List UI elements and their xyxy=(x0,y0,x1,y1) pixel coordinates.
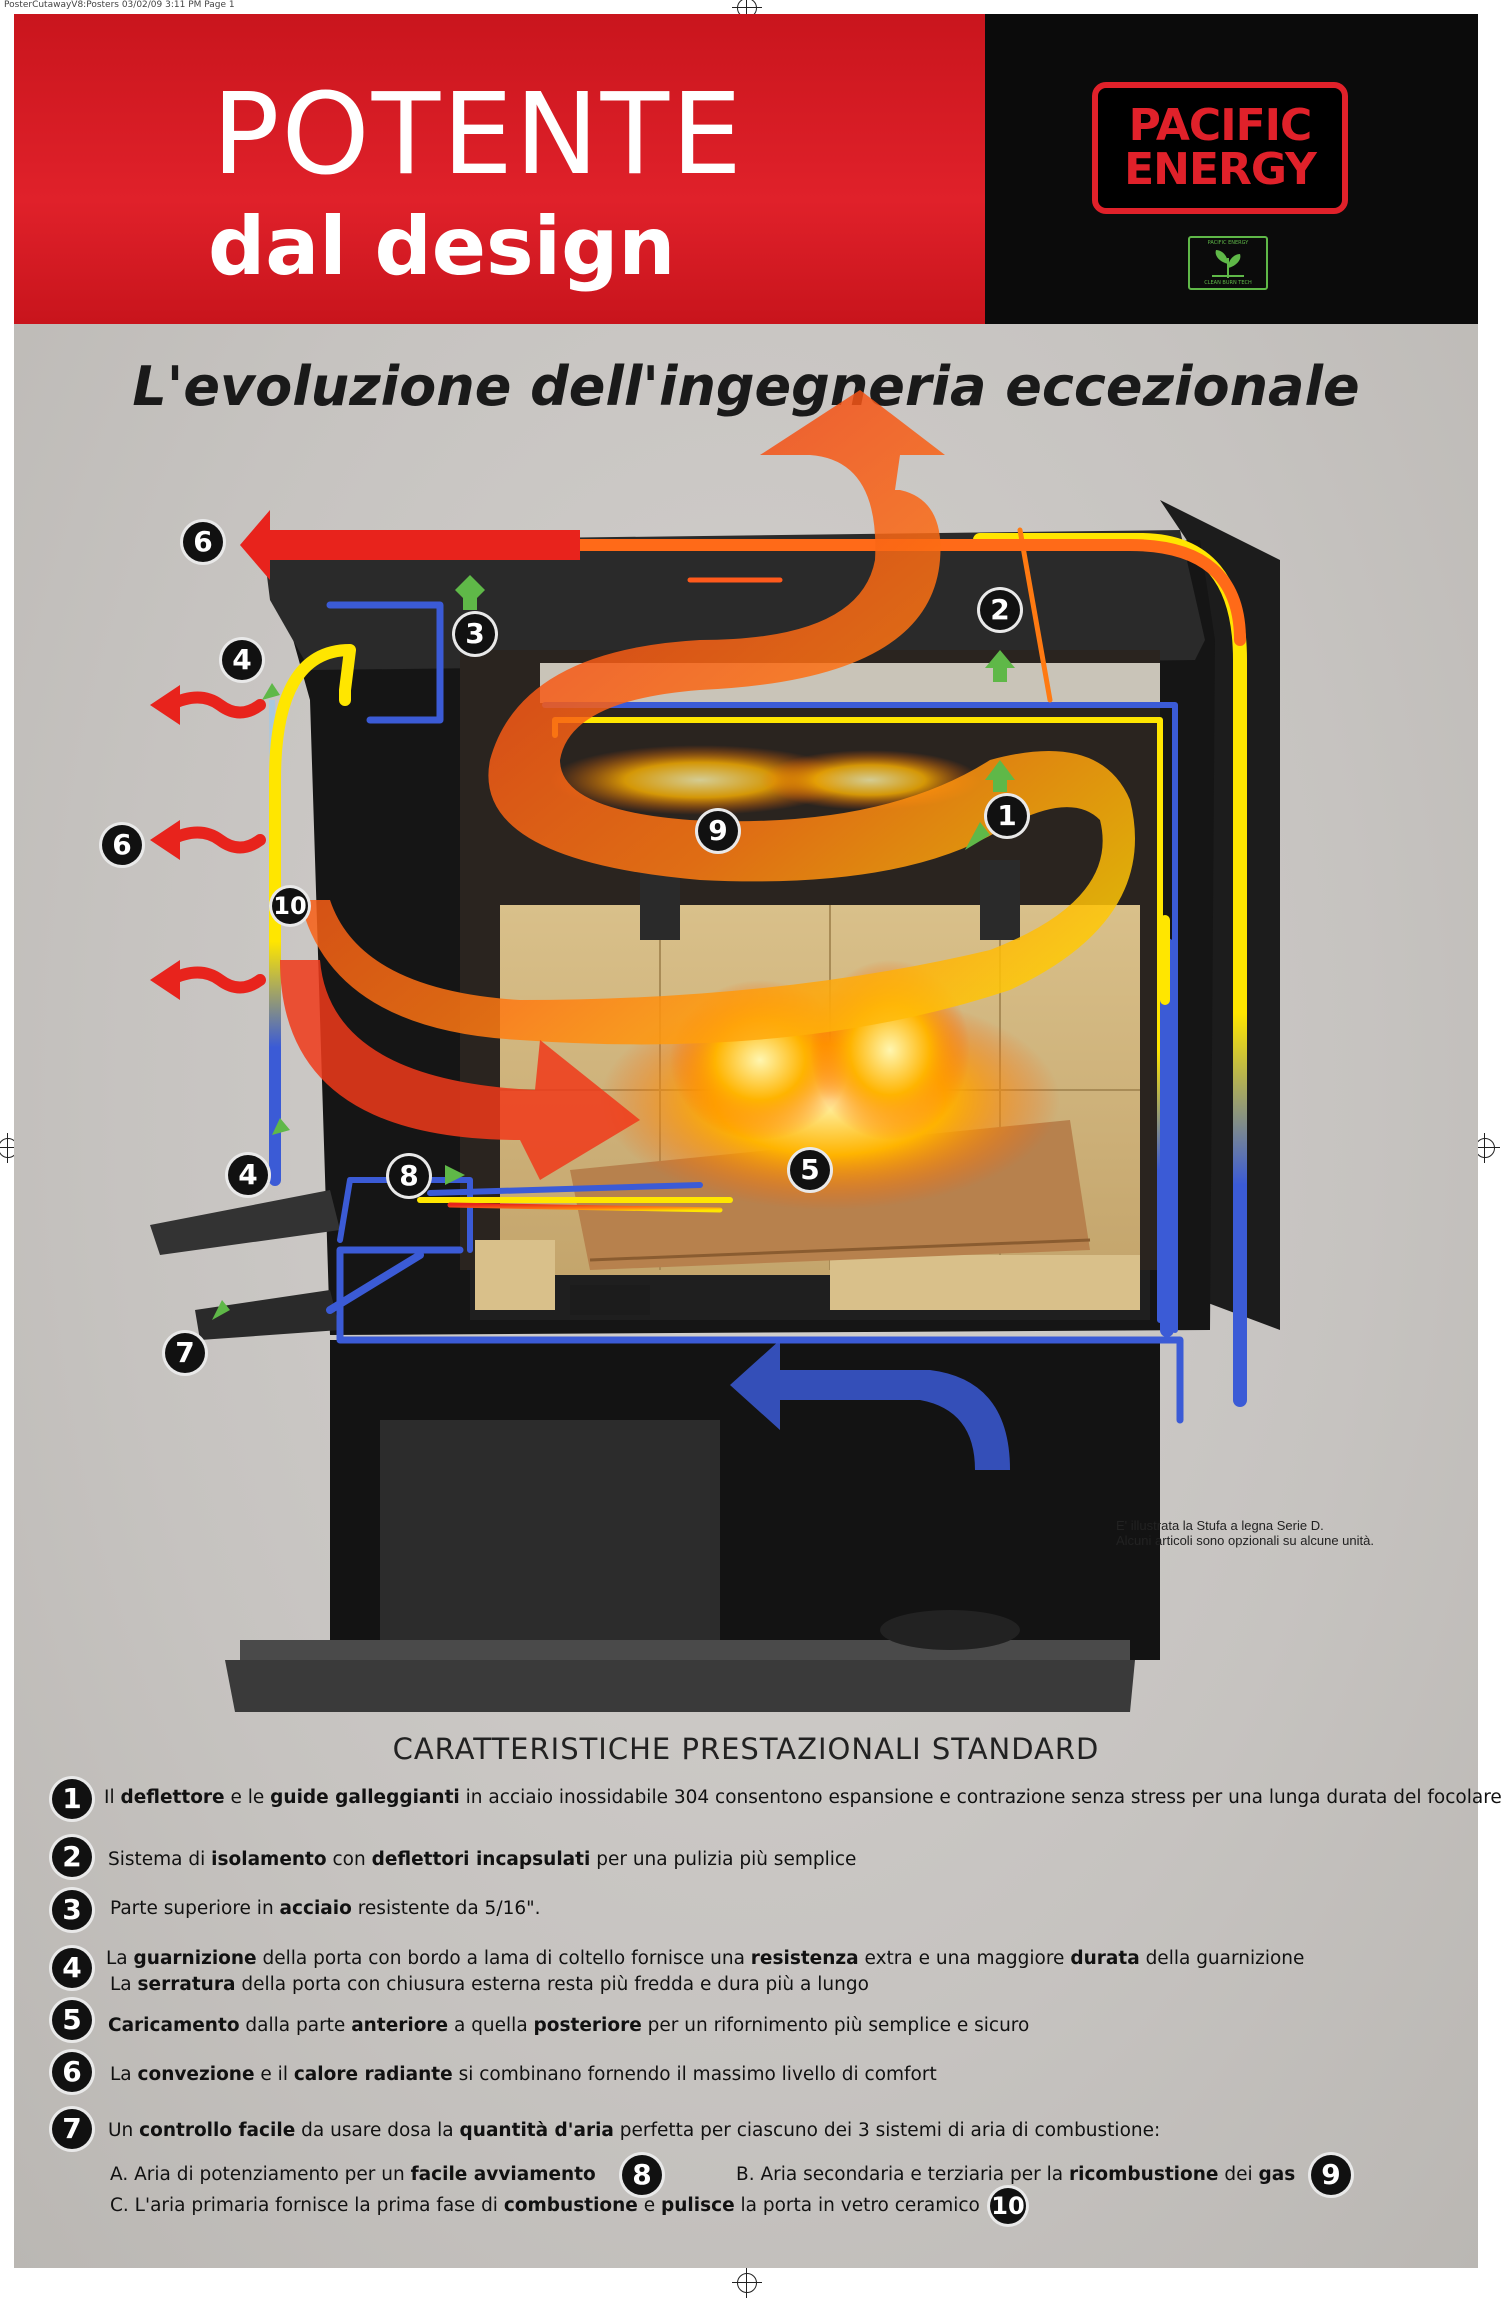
page-title: POTENTE xyxy=(212,70,744,200)
feature-7-number: 7 xyxy=(52,2109,92,2149)
feature-4-number: 4 xyxy=(52,1948,92,1988)
badge-top-text: PACIFIC ENERGY xyxy=(1207,240,1249,246)
feature-7b-text: B. Aria secondaria e terziaria per la ri… xyxy=(736,2164,1296,2185)
callout-5: 5 xyxy=(790,1150,830,1190)
green-arrows xyxy=(212,575,1015,1320)
callout-7: 7 xyxy=(165,1333,205,1373)
page-subtitle: dal design xyxy=(208,200,676,293)
pacific-energy-logo: PACIFIC ENERGY xyxy=(1092,82,1348,214)
feature-2-number: 2 xyxy=(52,1837,92,1877)
feature-3-text: Parte superiore in acciaio resistente da… xyxy=(110,1898,541,1919)
feature-7c-text: C. L'aria primaria fornisce la prima fas… xyxy=(110,2195,980,2216)
feature-2-text: Sistema di isolamento con deflettori inc… xyxy=(108,1849,857,1870)
print-slug: PosterCutawayV8:Posters 03/02/09 3:11 PM… xyxy=(4,0,235,10)
firebox xyxy=(460,650,1160,1315)
feature-7a-text: A. Aria di potenziamento per un facile a… xyxy=(110,2164,596,2185)
registration-mark-bottom xyxy=(732,2268,762,2298)
badge-bottom-text: CLEAN BURN TECH xyxy=(1204,280,1252,286)
feature-7a-number: 8 xyxy=(622,2155,662,2195)
callout-4-bottom: 4 xyxy=(228,1155,268,1195)
feature-7-text: Un controllo facile da usare dosa la qua… xyxy=(108,2120,1161,2141)
callout-3: 3 xyxy=(455,614,495,654)
feature-4-text: La guarnizione della porta con bordo a l… xyxy=(106,1948,1305,1969)
radiant-heat-arrowheads xyxy=(150,685,180,1000)
feature-7c-number: 10 xyxy=(990,2188,1026,2224)
callout-6-left: 6 xyxy=(102,825,142,865)
feature-6-number: 6 xyxy=(52,2052,92,2092)
callout-6-top: 6 xyxy=(183,522,223,562)
callout-10: 10 xyxy=(272,888,308,924)
callout-9: 9 xyxy=(698,811,738,851)
callout-8: 8 xyxy=(389,1156,429,1196)
note-line-1: E' illustrata la Stufa a legna Serie D. xyxy=(1116,1518,1324,1533)
illustration-note: E' illustrata la Stufa a legna Serie D. … xyxy=(1116,1518,1436,1548)
radiant-heat-arrows xyxy=(164,691,266,994)
feature-7b-number: 9 xyxy=(1311,2155,1351,2195)
feature-4-text-line-2: La serratura della porta con chiusura es… xyxy=(110,1974,869,1995)
callout-1: 1 xyxy=(987,796,1027,836)
feature-5-number: 5 xyxy=(52,2000,92,2040)
feature-6-text: La convezione e il calore radiante si co… xyxy=(110,2064,937,2085)
features-title: CARATTERISTICHE PRESTAZIONALI STANDARD xyxy=(392,1732,1100,1766)
feature-3-number: 3 xyxy=(52,1890,92,1930)
leaf-icon xyxy=(1212,250,1244,278)
cold-air-inflow xyxy=(730,1340,1010,1470)
feature-5-text: Caricamento dalla parte anteriore a quel… xyxy=(108,2015,1030,2036)
brand-line-1: PACIFIC xyxy=(1128,100,1313,151)
headline: L'evoluzione dell'ingegneria eccezionale xyxy=(132,355,1360,418)
brand-line-2: ENERGY xyxy=(1124,144,1317,195)
heat-flow-arrows xyxy=(240,390,1135,1180)
header-red-panel xyxy=(14,14,985,324)
callout-2: 2 xyxy=(980,590,1020,630)
clean-burn-badge: PACIFIC ENERGY CLEAN BURN TECH xyxy=(1188,236,1268,290)
note-line-2: Alcuni articoli sono opzionali su alcune… xyxy=(1116,1533,1374,1548)
feature-1-text: Il deflettore e le guide galleggianti in… xyxy=(104,1787,1502,1808)
callout-4-top: 4 xyxy=(222,640,262,680)
feature-1-number: 1 xyxy=(52,1779,92,1819)
